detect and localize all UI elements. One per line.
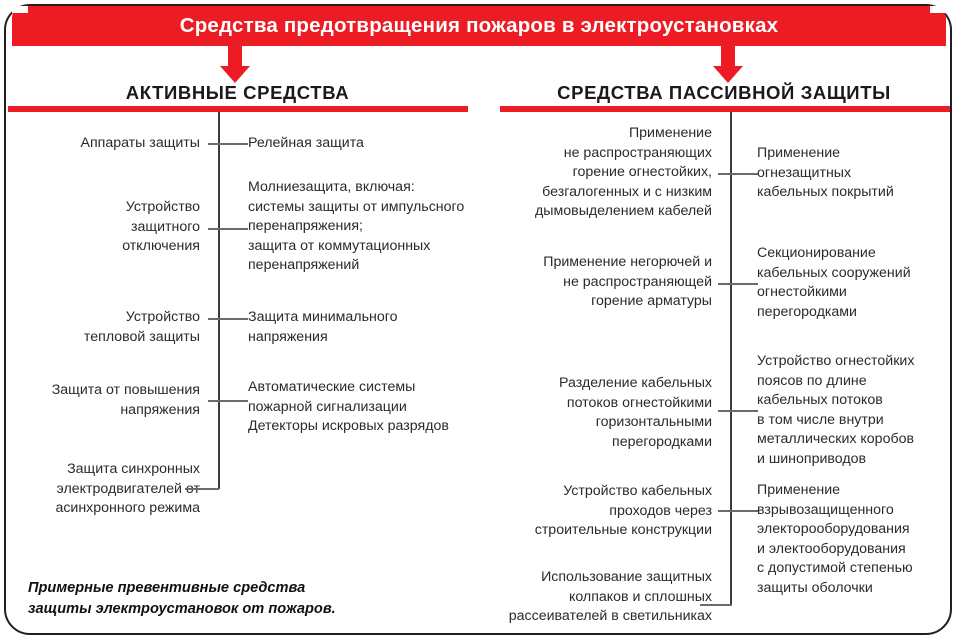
column-rule-passive (500, 106, 950, 112)
footnote-caption: Примерные превентивные средства защиты э… (28, 580, 336, 617)
arrow-shaft (228, 44, 242, 66)
passive-left-item: Применение негорючей и не распространяющ… (543, 254, 712, 309)
poster-title: Средства предотвращения пожаров в электр… (179, 14, 779, 37)
active-left-item: Защита синхронных электродвигателей от а… (55, 461, 200, 516)
passive-left-item: Использование защитных колпаков и сплошн… (508, 569, 712, 624)
active-left-item: Устройство тепловой защиты (83, 309, 200, 345)
passive-right-item: Применение взрывозащищенного электорообо… (757, 482, 913, 596)
active-left-item: Устройство защитного отключения (122, 199, 200, 254)
passive-right-item: Устройство огнестойких поясов по длине к… (757, 353, 915, 467)
connector-tick (208, 143, 248, 145)
active-left-item: Аппараты защиты (80, 135, 200, 151)
column-heading-active: АКТИВНЫЕ СРЕДСТВА (125, 82, 350, 103)
connector-tick (718, 173, 758, 175)
connector-tick (718, 410, 758, 412)
connector-tick (718, 283, 758, 285)
connector-tick (185, 488, 219, 490)
title-bar-right-notch (930, 6, 946, 13)
connector-tick (700, 604, 732, 606)
active-left-item: Защита от повышения напряжения (51, 382, 200, 418)
connector-tick (208, 318, 248, 320)
connector-tick (718, 510, 758, 512)
arrow-head (713, 66, 743, 83)
connector-spine-active (218, 112, 220, 489)
passive-left-item: Разделение кабельных потоков огнестойким… (559, 375, 712, 450)
active-right-item: Релейная защита (248, 135, 364, 151)
connector-tick (208, 400, 248, 402)
passive-right-item: Секционирование кабельных сооружений огн… (757, 245, 911, 320)
connector-tick (208, 228, 248, 230)
down-arrow-icon-active (220, 44, 250, 83)
title-bar-left-notch (12, 6, 28, 13)
poster-title-bar: Средства предотвращения пожаров в электр… (12, 6, 946, 46)
arrow-head (220, 66, 250, 83)
passive-right-item: Применение огнезащитных кабельных покрыт… (757, 145, 894, 200)
connector-spine-passive (730, 112, 732, 605)
active-right-item: Автоматические системы пожарной сигнализ… (248, 379, 449, 434)
arrow-shaft (721, 44, 735, 66)
down-arrow-icon-passive (713, 44, 743, 83)
column-heading-passive: СРЕДСТВА ПАССИВНОЙ ЗАЩИТЫ (557, 82, 891, 103)
passive-left-item: Применение не распространяющих горение о… (535, 125, 712, 219)
column-rule-active (8, 106, 468, 112)
active-right-item: Молниезащита, включая: системы защиты от… (248, 179, 465, 273)
passive-left-item: Устройство кабельных проходов через стро… (534, 483, 712, 538)
active-right-item: Защита минимального напряжения (248, 309, 398, 345)
